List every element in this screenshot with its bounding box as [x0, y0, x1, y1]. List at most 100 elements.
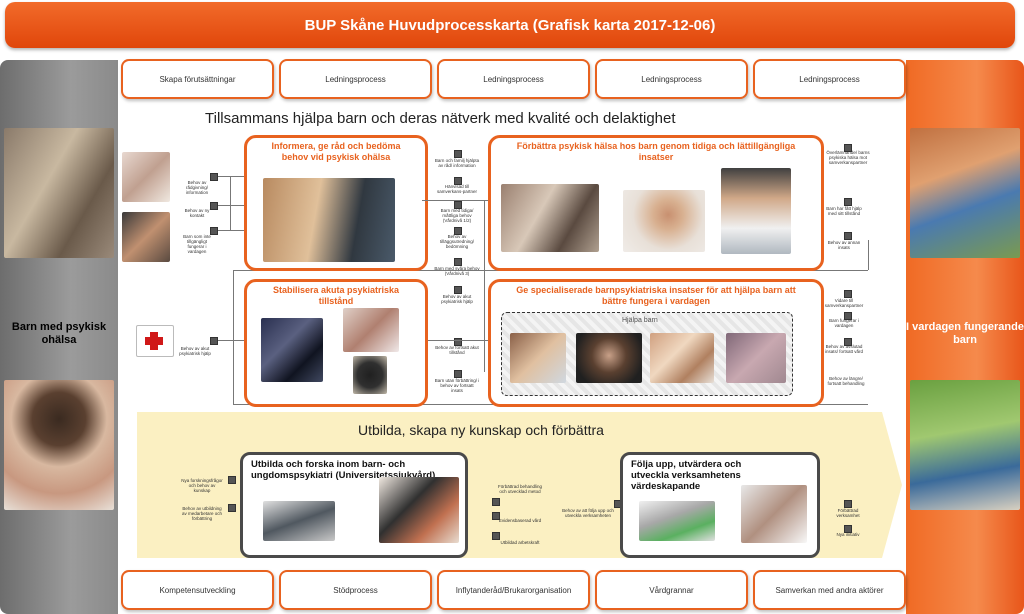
improve-input-training: Behov av utbildning av medarbetare och f… [181, 506, 223, 521]
out-label-functioning: Barn fungerar i vardagen [829, 318, 859, 328]
card-inform-title: Informera, ge råd och bedöma behov vid p… [271, 141, 401, 162]
mid-label-referred: Hänvisad till samverkans-partner [436, 184, 477, 194]
follow-input: Behov av att följa upp och utveckla verk… [562, 508, 614, 518]
sad-boy-photo [623, 190, 705, 252]
node-mid-4 [454, 227, 462, 235]
out-label-ended: Behov av avslutad insats/ fortsatt vård [824, 344, 863, 354]
node-input-2 [210, 202, 218, 210]
card-improve-health[interactable]: Förbättra psykisk hälsa hos barn genom t… [488, 135, 824, 271]
mid-label-continued-acute: Behov av fortsatt akut tillstånd [435, 345, 479, 355]
page-title: BUP Skåne Huvudprocesskarta (Grafisk kar… [304, 16, 716, 34]
mid-label-helped: Barn och familj hjälpta av råd/ informat… [434, 158, 480, 168]
hands-phone-photo [122, 152, 170, 202]
node-out-6 [844, 338, 852, 346]
teacher-photo [721, 168, 791, 254]
improve-heading: Utbilda, skapa ny kunskap och förbättra [358, 422, 604, 438]
process-box-top-5[interactable]: Ledningsprocess [753, 59, 906, 99]
node-follow-out-2 [844, 525, 852, 533]
mid-label-longer-treatment: Behov av längre/ fortsatt behandling [827, 376, 865, 386]
card-specialized-title: Ge specialiserade barnpsykiatriska insat… [516, 285, 796, 306]
input-label-new-contact: Behov av ny kontakt [184, 208, 210, 218]
node-follow-out-1 [844, 500, 852, 508]
node-out-1 [844, 144, 852, 152]
improve-out-workforce: Utbildad arbetskraft [500, 540, 540, 545]
first-aid-kit-icon [136, 325, 174, 357]
follow-out-improved: Förbättrad verksamhet [836, 508, 860, 518]
card-educate-title: Utbilda och forska inom barn- och ungdom… [251, 459, 436, 481]
nurse-photo [343, 308, 399, 352]
help-children-label: Hjälpa barn [622, 317, 658, 324]
card-improve-title: Förbättra psykisk hälsa hos barn genom t… [516, 141, 796, 162]
process-box-bottom-1[interactable]: Kompetensutveckling [121, 570, 274, 610]
node-mid-5 [454, 258, 462, 266]
hooded-teen-photo [261, 318, 323, 382]
right-output-label: I vardagen fungerande barn [906, 321, 1024, 346]
father-baby-photo [510, 333, 566, 383]
meeting-photo [741, 485, 807, 543]
left-input-column: Barn med psykisk ohälsa [0, 60, 118, 614]
out-label-handover: Överlämnande/ barns psykiska hälsa mot s… [826, 150, 870, 165]
node-mid-7 [454, 338, 462, 346]
process-box-bottom-4[interactable]: Vårdgrannar [595, 570, 748, 610]
page-title-bar: BUP Skåne Huvudprocesskarta (Grafisk kar… [5, 2, 1015, 48]
node-mid-1 [454, 150, 462, 158]
node-out-4 [844, 290, 852, 298]
bed-photo [726, 333, 786, 383]
headset-woman-photo [263, 178, 395, 262]
card-educate-research[interactable]: Utbilda och forska inom barn- och ungdom… [240, 452, 468, 558]
teens-photo [4, 128, 114, 258]
mid-label-assessment: Behov av tilläggsutredning/ bedömning [439, 234, 475, 249]
process-box-top-2[interactable]: Ledningsprocess [279, 59, 432, 99]
child-skating-photo [910, 380, 1020, 510]
process-box-top-4[interactable]: Ledningsprocess [595, 59, 748, 99]
improve-out-method: Förbättrad behandling och utvecklad meto… [497, 484, 543, 494]
card-follow-title: Följa upp, utvärdera och utveckla verksa… [631, 459, 742, 492]
node-input-4 [210, 337, 218, 345]
improve-band-arrow [882, 412, 902, 558]
process-box-top-3[interactable]: Ledningsprocess [437, 59, 590, 99]
card-follow-up[interactable]: Följa upp, utvärdera och utveckla verksa… [620, 452, 820, 558]
node-imp-out-1 [492, 498, 500, 506]
family-photo [650, 333, 714, 383]
node-out-5 [844, 312, 852, 320]
mid-label-acute: Behov av akut psykiatrisk hjälp [441, 294, 473, 304]
mid-label-no-improvement: Barn utan förbättring/ i behov av fortsa… [434, 378, 480, 393]
left-input-label: Barn med psykisk ohälsa [11, 321, 107, 346]
main-process-heading: Tillsammans hjälpa barn och deras nätver… [205, 110, 676, 127]
laptop-photo [263, 501, 335, 541]
right-output-column: I vardagen fungerande barn [906, 60, 1024, 614]
process-box-bottom-5[interactable]: Samverkan med andra aktörer [753, 570, 906, 610]
lecture-photo [379, 477, 459, 543]
card-stabilize-title: Stabilisera akuta psykiatriska tillstånd [272, 285, 400, 306]
node-mid-2 [454, 177, 462, 185]
process-box-top-1[interactable]: Skapa förutsättningar [121, 59, 274, 99]
mid-label-mild: Barn med tidiga/ måttliga behov (Vårdniv… [440, 208, 474, 223]
improve-input-research: Nya forskningsfrågor och behov av kunska… [181, 478, 223, 493]
node-mid-8 [454, 370, 462, 378]
card-stabilize-acute[interactable]: Stabilisera akuta psykiatriska tillstånd [244, 279, 428, 407]
node-out-2 [844, 198, 852, 206]
node-imp-out-2 [492, 512, 500, 520]
classroom-photo [501, 184, 599, 252]
node-imp-in-2 [228, 504, 236, 512]
mid-label-severe: Barn med svåra behov (Vårdnivå 3) [434, 266, 480, 276]
node-mid-3 [454, 201, 462, 209]
card-specialized[interactable]: Ge specialiserade barnpsykiatriska insat… [488, 279, 824, 407]
out-label-other: Behov av annan insats [827, 240, 861, 250]
follow-out-initiatives: Nya initiativ [836, 532, 860, 537]
node-input-1 [210, 173, 218, 181]
card-inform-advise[interactable]: Informera, ge råd och bedöma behov vid p… [244, 135, 428, 271]
distressed-child-photo [4, 380, 114, 510]
man-on-phone-photo [122, 212, 170, 262]
help-children-chevron: Hjälpa barn [501, 312, 793, 396]
input-label-advice: Behov av rådgivning/ information [185, 180, 209, 195]
out-label-helped: Barn har fått hjälp med sitt tillstånd [826, 206, 862, 216]
node-imp-in-1 [228, 476, 236, 484]
process-box-bottom-3[interactable]: Inflytanderåd/Brukarorganisation [437, 570, 590, 610]
process-box-bottom-2[interactable]: Stödprocess [279, 570, 432, 610]
input-label-daily-life: Barn som inte tillgängligt fungerar i va… [183, 234, 211, 254]
node-mid-6 [454, 286, 462, 294]
calculator-photo [639, 501, 715, 541]
node-imp-out-3 [492, 532, 500, 540]
node-input-3 [210, 227, 218, 235]
